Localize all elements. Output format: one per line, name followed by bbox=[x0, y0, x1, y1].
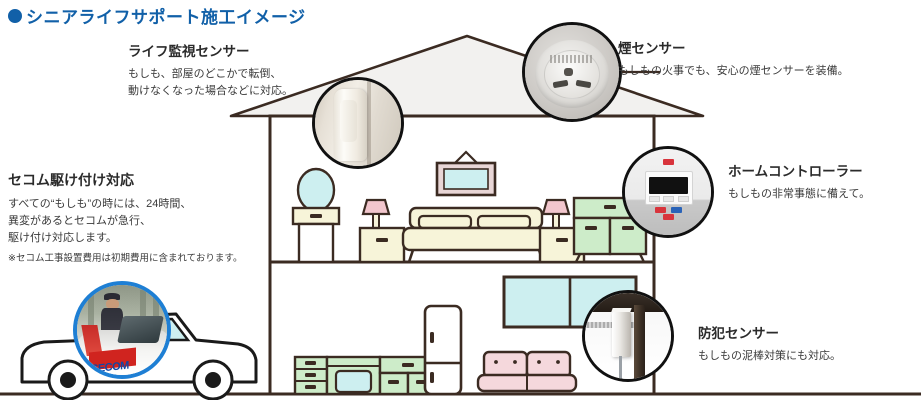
secom-dispatch-heading: セコム駆け付け対応 bbox=[8, 172, 134, 188]
refrigerator bbox=[423, 304, 463, 396]
page-title-text: シニアライフサポート施工イメージ bbox=[26, 8, 306, 27]
sofa bbox=[476, 350, 578, 393]
bed bbox=[401, 206, 551, 263]
home-controller-heading: ホームコントローラー bbox=[728, 164, 863, 179]
life-sensor-line1: もしも、部屋のどこかで転倒、 bbox=[128, 68, 282, 80]
label-secom-dispatch: セコム駆け付け対応 すべての“もしも”の時には、24時間、 異変があるとセコムが… bbox=[8, 170, 242, 264]
smoke-sensor-photo bbox=[522, 22, 622, 122]
label-home-controller: ホームコントローラー もしもの非常事態に備えて。 bbox=[728, 160, 870, 203]
secom-dispatch-note: ※セコム工事設置費用は初期費用に含まれております。 bbox=[8, 253, 243, 265]
security-sensor-photo bbox=[582, 290, 674, 382]
lamp-left bbox=[361, 198, 391, 229]
nightstand-left bbox=[358, 226, 406, 264]
secom-dispatch-line3: 駆け付け対応します。 bbox=[8, 232, 117, 245]
life-sensor-heading: ライフ監視センサー bbox=[128, 44, 250, 59]
life-sensor-line2: 動けなくなった場合などに対応。 bbox=[128, 85, 293, 98]
label-smoke-sensor: 煙センサー もしもの火事でも、安心の煙センサーを装備。 bbox=[618, 37, 849, 80]
kitchen-drawers bbox=[293, 355, 329, 396]
secom-dispatch-line2: 異変があるとセコムが急行、 bbox=[8, 215, 151, 228]
vanity-mirror bbox=[291, 167, 341, 264]
secom-dispatch-line1: すべての“もしも”の時には、24時間、 bbox=[8, 198, 192, 210]
picture-frame bbox=[435, 150, 497, 197]
smoke-sensor-heading: 煙センサー bbox=[618, 41, 686, 56]
security-sensor-line1: もしもの泥棒対策にも対応。 bbox=[698, 350, 841, 362]
label-security-sensor: 防犯センサー もしもの泥棒対策にも対応。 bbox=[698, 322, 841, 365]
smoke-sensor-line1: もしもの火事でも、安心の煙センサーを装備。 bbox=[618, 65, 849, 77]
home-controller-photo bbox=[622, 146, 714, 238]
secom-guard-photo: SECOM bbox=[73, 281, 171, 379]
label-life-sensor: ライフ監視センサー もしも、部屋のどこかで転倒、 動けなくなった場合などに対応。 bbox=[128, 40, 293, 100]
page-title: シニアライフサポート施工イメージ bbox=[8, 3, 306, 28]
bullet-icon bbox=[8, 8, 22, 23]
home-controller-line1: もしもの非常事態に備えて。 bbox=[728, 188, 871, 200]
security-sensor-heading: 防犯センサー bbox=[698, 326, 779, 341]
oven-cabinet bbox=[325, 355, 382, 396]
life-sensor-photo bbox=[312, 77, 404, 169]
